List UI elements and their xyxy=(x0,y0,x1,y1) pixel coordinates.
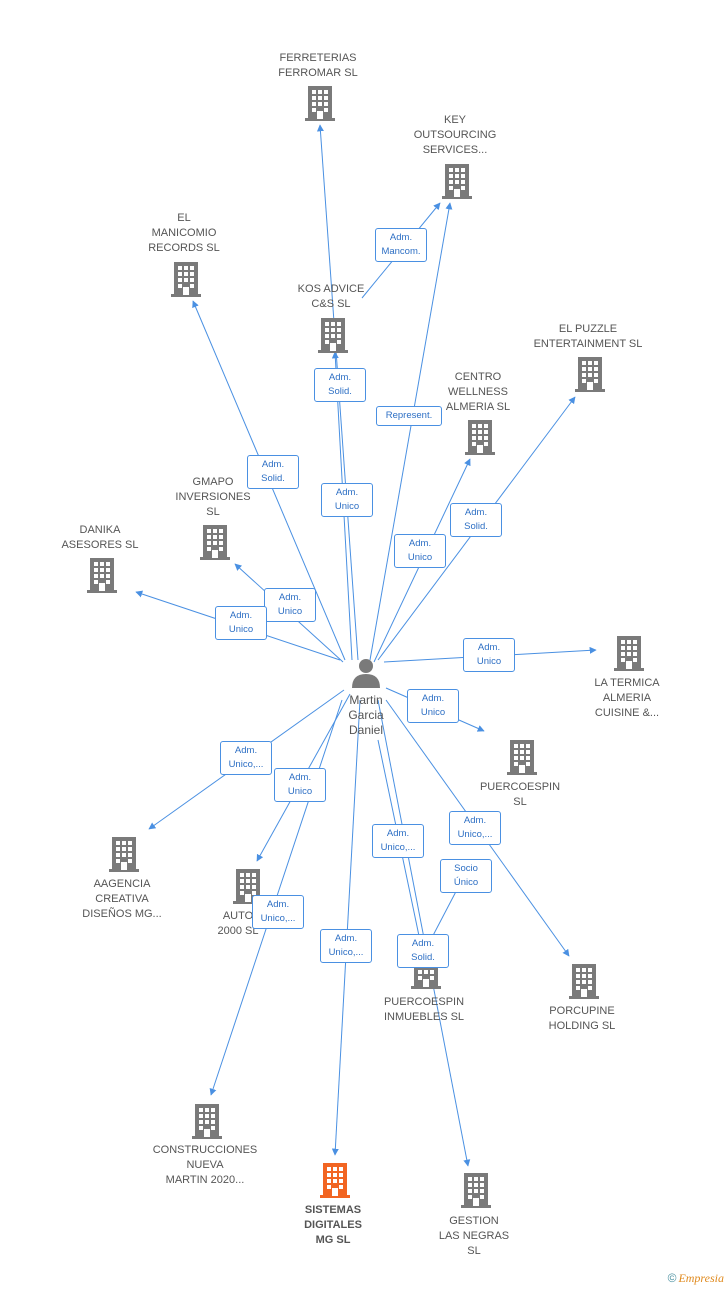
company-label-wellness[interactable]: CENTRO WELLNESS ALMERIA SL xyxy=(445,371,511,413)
footer-brand: ©Empresia xyxy=(668,1271,724,1286)
building-icon[interactable] xyxy=(318,318,348,353)
building-icon[interactable] xyxy=(507,740,537,775)
company-label-termica[interactable]: LA TERMICA ALMERIA CUISINE &... xyxy=(594,677,660,719)
relation-label[interactable]: Adm. Unico xyxy=(215,606,267,640)
building-icon[interactable] xyxy=(614,636,644,671)
relation-label[interactable]: Adm. Unico,... xyxy=(220,741,272,775)
company-label-key[interactable]: KEY OUTSOURCING SERVICES... xyxy=(413,114,497,156)
company-label-gestion[interactable]: GESTION LAS NEGRAS SL xyxy=(438,1215,510,1257)
company-label-puzzle[interactable]: EL PUZZLE ENTERTAINMENT SL xyxy=(533,323,643,350)
building-icon[interactable] xyxy=(200,525,230,560)
copyright-icon: © xyxy=(667,1271,677,1285)
person-name[interactable]: Martin Garcia Daniel xyxy=(348,693,384,737)
edge-line xyxy=(377,699,471,1167)
building-icon[interactable] xyxy=(575,357,605,392)
edge-line xyxy=(369,202,453,661)
person-icon[interactable] xyxy=(352,659,380,688)
relation-label[interactable]: Adm. Unico,... xyxy=(252,895,304,929)
relation-label[interactable]: Adm. Unico,... xyxy=(372,824,424,858)
relation-label[interactable]: Adm. Solid. xyxy=(397,934,449,968)
relation-label[interactable]: Adm. Solid. xyxy=(247,455,299,489)
relation-label[interactable]: Represent. xyxy=(376,406,442,426)
company-label-ferreterias[interactable]: FERRETERIAS FERROMAR SL xyxy=(278,52,358,79)
relation-label[interactable]: Adm. Unico xyxy=(264,588,316,622)
company-label-porcupine[interactable]: PORCUPINE HOLDING SL xyxy=(548,1005,616,1032)
building-icon[interactable] xyxy=(192,1104,222,1139)
building-icon[interactable] xyxy=(305,86,335,121)
company-label-puercoespin[interactable]: PUERCOESPIN SL xyxy=(479,781,561,808)
node-icons xyxy=(87,86,644,1208)
building-icon[interactable] xyxy=(465,420,495,455)
company-label-kos[interactable]: KOS ADVICE C&S SL xyxy=(297,283,365,310)
relation-label[interactable]: Adm. Mancom. xyxy=(375,228,427,262)
relation-label[interactable]: Adm. Unico,... xyxy=(320,929,372,963)
building-icon[interactable] xyxy=(461,1173,491,1208)
relation-label[interactable]: Adm. Unico xyxy=(321,483,373,517)
relation-label[interactable]: Adm. Unico,... xyxy=(449,811,501,845)
brand-name: Empresia xyxy=(678,1271,724,1285)
building-icon[interactable] xyxy=(569,964,599,999)
company-label-gmapo[interactable]: GMAPO INVERSIONES SL xyxy=(175,476,251,518)
company-label-aagencia[interactable]: AAGENCIA CREATIVA DISEÑOS MG... xyxy=(82,878,162,920)
building-icon[interactable] xyxy=(320,1163,350,1198)
relation-label[interactable]: Adm. Unico xyxy=(394,534,446,568)
building-icon[interactable] xyxy=(109,837,139,872)
relation-label[interactable]: Adm. Unico xyxy=(407,689,459,723)
relation-label[interactable]: Adm. Solid. xyxy=(450,503,502,537)
company-label-manicomio[interactable]: EL MANICOMIO RECORDS SL xyxy=(148,212,220,254)
building-icon[interactable] xyxy=(87,558,117,593)
company-label-construcciones[interactable]: CONSTRUCCIONES NUEVA MARTIN 2020... xyxy=(152,1144,258,1186)
relation-label[interactable]: Socio Único xyxy=(440,859,492,893)
relation-label[interactable]: Adm. Unico xyxy=(274,768,326,802)
company-label-danika[interactable]: DANIKA ASESORES SL xyxy=(61,524,139,551)
edge-line xyxy=(331,699,361,1156)
company-label-inmuebles[interactable]: PUERCOESPIN INMUEBLES SL xyxy=(383,996,465,1023)
building-icon[interactable] xyxy=(171,262,201,297)
relation-label[interactable]: Adm. Solid. xyxy=(314,368,366,402)
company-label-sistemas[interactable]: SISTEMAS DIGITALES MG SL xyxy=(304,1204,362,1246)
building-icon[interactable] xyxy=(442,164,472,199)
relation-label[interactable]: Adm. Unico xyxy=(463,638,515,672)
